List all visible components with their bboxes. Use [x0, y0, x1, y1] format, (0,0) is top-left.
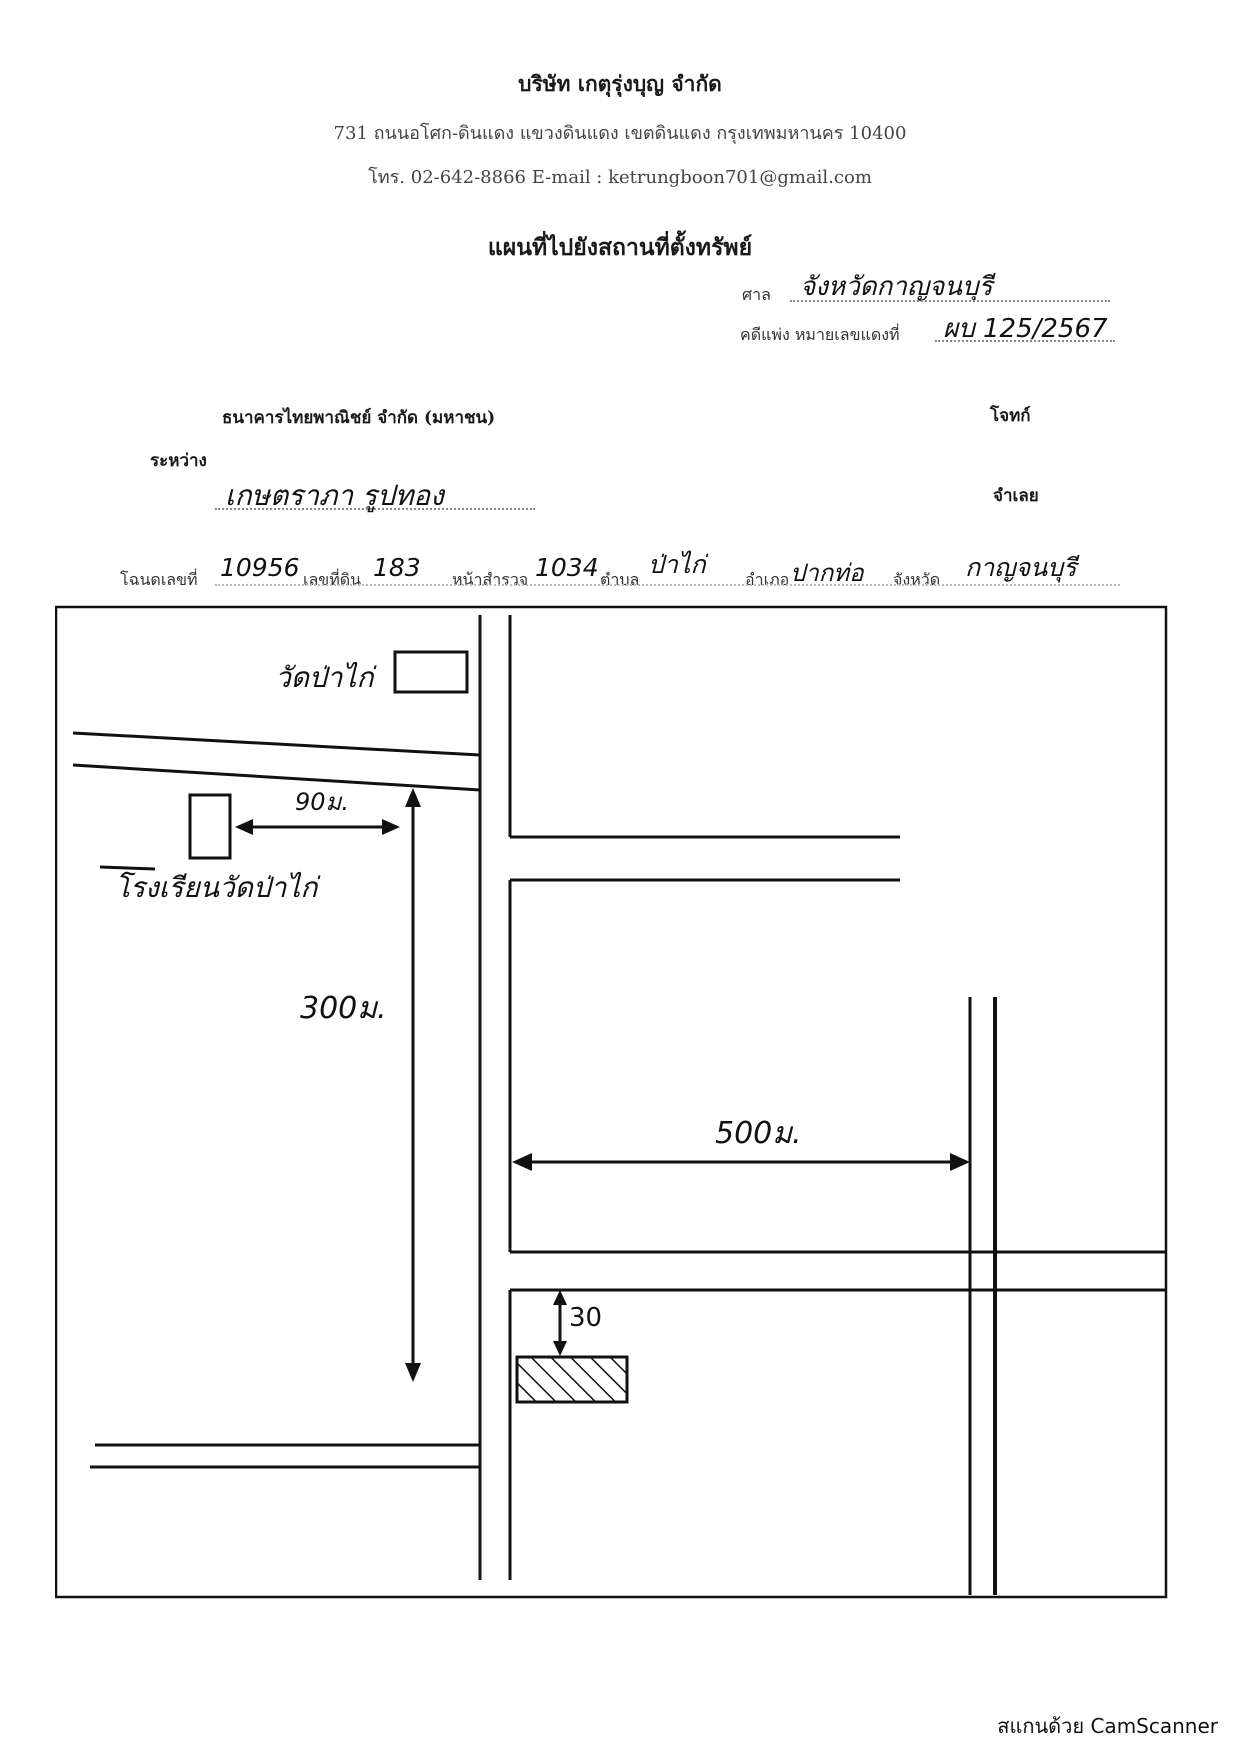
district-value: ปากท่อ	[790, 559, 864, 587]
court-dotted-line	[790, 300, 1110, 302]
province-value: กาญจนบุรี	[965, 553, 1077, 582]
company-contact: โทร. 02-642-8866 E-mail : ketrungboon701…	[368, 167, 872, 188]
province-label: จังหวัด	[893, 570, 941, 589]
between-label: ระหว่าง	[150, 451, 207, 471]
map-border	[55, 605, 1168, 1599]
school-label-stroke	[99, 865, 156, 871]
case-label: คดีแพ่ง หมายเลขแดงที่	[740, 325, 900, 344]
court-label: ศาล	[742, 285, 771, 304]
school-label: โรงเรียนวัดป่าไก่	[115, 871, 321, 904]
subdistrict-value: ป่าไก่	[648, 550, 706, 579]
road-top-left-upper	[72, 731, 481, 757]
defendant-label: จำเลย	[993, 486, 1039, 506]
arrow-500m-left-head	[512, 1153, 532, 1171]
deed-dotted-line	[215, 584, 1120, 586]
deed-label: โฉนดเลขที่	[120, 570, 198, 589]
school-building	[188, 793, 232, 860]
subdistrict-label: ตำบล	[600, 570, 640, 589]
company-name: บริษัท เกตุรุ่งบุญ จำกัด	[518, 71, 722, 96]
arrow-30-bottom-head	[553, 1341, 567, 1356]
court-value: จังหวัดกาญจนบุรี	[800, 272, 993, 302]
district-label: อำเภอ	[745, 570, 790, 589]
case-dotted-line	[935, 340, 1115, 342]
land-number: 183	[373, 553, 421, 582]
dist-30-label: 30	[569, 1303, 602, 1333]
arrow-300m-bottom-head	[405, 1363, 421, 1382]
arrow-90m-right-head	[382, 819, 400, 835]
plaintiff-name: ธนาคารไทยพาณิชย์ จำกัด (มหาชน)	[222, 408, 496, 428]
arrow-500m-right-head	[950, 1153, 970, 1171]
location-map: วัดป่าไก่ โรงเรียนวัดป่าไก่ 90ม. 300ม. 5…	[55, 605, 1168, 1599]
arrow-30-top-head	[553, 1290, 567, 1305]
plaintiff-label: โจทก์	[990, 406, 1031, 426]
company-address: 731 ถนนอโศก-ดินแดง แขวงดินแดง เขตดินแดง …	[333, 123, 907, 144]
dist-500m-label: 500ม.	[715, 1116, 802, 1151]
arrow-90m-left-head	[235, 819, 253, 835]
road-top-left-lower	[72, 763, 481, 792]
case-value: ผบ 125/2567	[943, 314, 1108, 344]
defendant-dotted-line	[215, 508, 535, 510]
property-plot	[515, 1355, 629, 1404]
dist-90m-label: 90ม.	[295, 788, 349, 816]
scanner-watermark: สแกนด้วย CamScanner	[997, 1714, 1218, 1738]
land-label: เลขที่ดิน	[303, 570, 362, 589]
temple-building	[393, 650, 469, 694]
arrow-300m-top-head	[405, 788, 421, 807]
survey-label: หน้าสำรวจ	[452, 570, 529, 589]
deed-number: 10956	[220, 553, 300, 582]
dist-300m-label: 300ม.	[300, 991, 387, 1026]
defendant-name: เกษตราภา รูปทอง	[225, 479, 444, 512]
survey-number: 1034	[535, 553, 599, 582]
document-title: แผนที่ไปยังสถานที่ตั้งทรัพย์	[487, 234, 753, 261]
temple-label: วัดป่าไก่	[275, 661, 377, 694]
